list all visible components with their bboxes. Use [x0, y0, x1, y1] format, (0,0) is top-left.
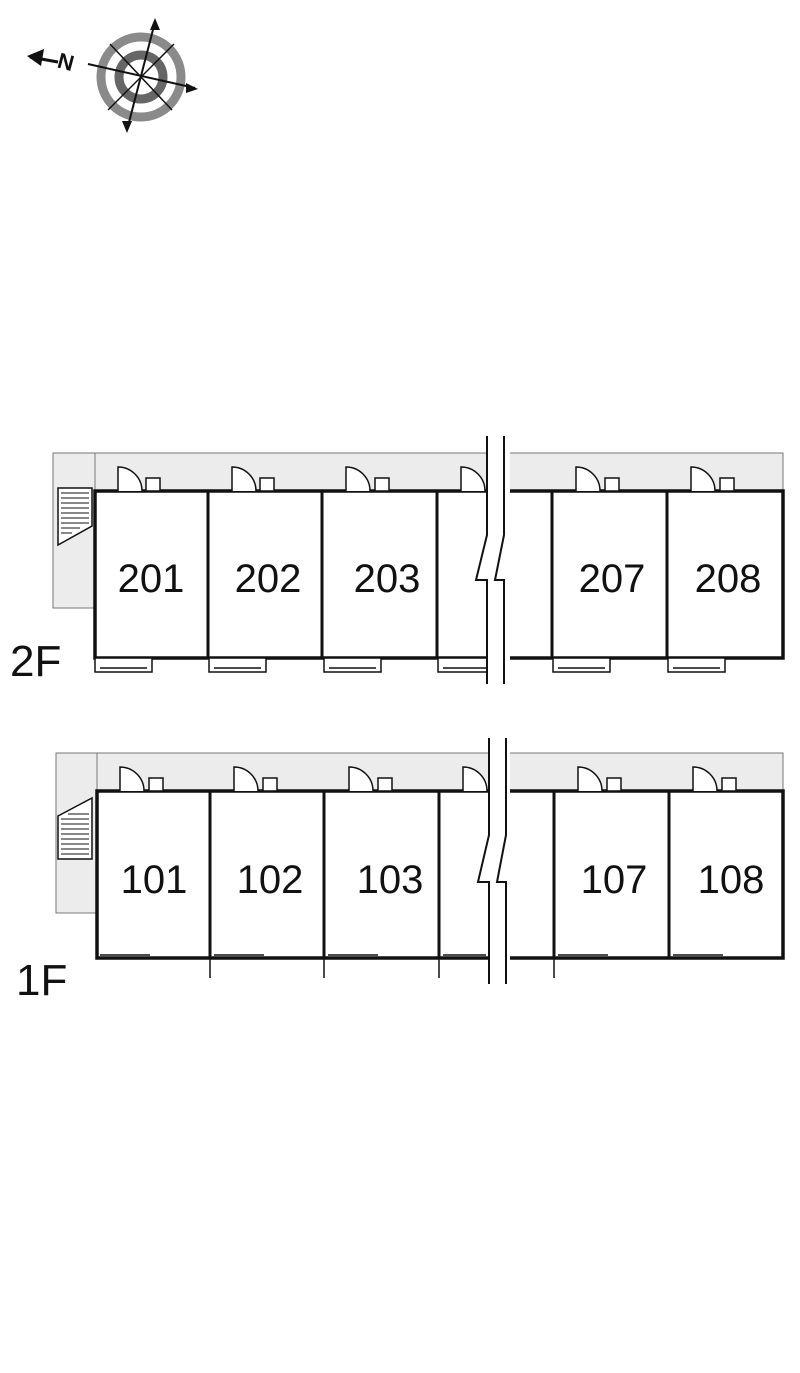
- staircase: [57, 487, 93, 547]
- compass-rose-icon: N: [27, 18, 198, 133]
- unit-label-208: 208: [695, 557, 762, 601]
- unit-label-101: 101: [121, 858, 188, 902]
- unit-label-202: 202: [235, 557, 302, 601]
- compass-north-label: N: [55, 48, 77, 76]
- break-marker: [476, 738, 510, 984]
- floor-2f: [52, 436, 785, 684]
- floor-label-1f: 1F: [16, 956, 67, 1005]
- unit-label-207: 207: [579, 557, 646, 601]
- break-marker: [474, 436, 510, 684]
- unit-label-103: 103: [357, 858, 424, 902]
- unit-label-203: 203: [354, 557, 421, 601]
- unit-label-102: 102: [237, 858, 304, 902]
- unit-label-107: 107: [581, 858, 648, 902]
- unit-label-201: 201: [118, 557, 185, 601]
- unit-label-108: 108: [698, 858, 765, 902]
- floor-1f: [55, 738, 785, 984]
- staircase: [57, 796, 93, 860]
- floor-label-2f: 2F: [10, 637, 61, 686]
